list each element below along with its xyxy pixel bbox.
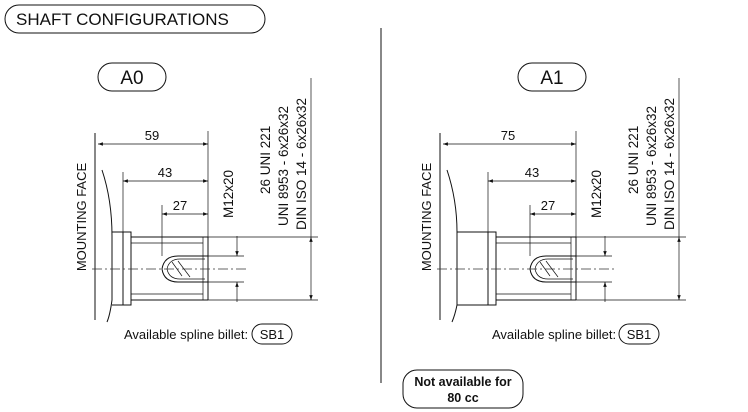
dim-spline-diameter: 26 UNI 221 UNI 8953 - 6x26x32 DIN ISO 14…: [208, 78, 318, 301]
page-title: SHAFT CONFIGURATIONS: [16, 10, 229, 29]
spec-line-1: 26 UNI 221: [626, 126, 641, 194]
spec-line-1: 26 UNI 221: [258, 126, 273, 194]
billet-badge-frame: [251, 323, 293, 345]
dim-thread-depth: 27: [161, 198, 208, 256]
billet-label: Available spline billet:: [124, 327, 248, 342]
dim-thread-depth-value: 27: [541, 198, 555, 213]
header: SHAFT CONFIGURATIONS: [4, 4, 266, 34]
dim-thread-depth: 27: [529, 198, 576, 256]
dim-thread-depth-value: 27: [173, 198, 187, 213]
spec-line-2: UNI 8953 - 6x26x32: [644, 106, 659, 226]
dim-thread: M12x20: [208, 170, 244, 302]
dim-overall: 75: [443, 128, 577, 237]
note-line-2: 80 cc: [447, 391, 478, 405]
flange-curve: [101, 169, 113, 323]
config-badge-frame: [517, 62, 587, 92]
billet-code: SB1: [627, 327, 652, 342]
billet-code: SB1: [260, 327, 285, 342]
dim-overall-value: 75: [501, 128, 515, 143]
spec-line-3: DIN ISO 14 - 6x26x32: [662, 98, 677, 230]
thread-size-label: M12x20: [221, 170, 236, 218]
mounting-face-label: MOUNTING FACE: [74, 163, 89, 272]
dim-spline: 43: [122, 165, 208, 232]
dim-spline: 43: [487, 165, 576, 232]
config-code: A1: [540, 68, 563, 89]
spec-line-2: UNI 8953 - 6x26x32: [276, 106, 291, 226]
shaft-body: [457, 231, 577, 306]
config-code: A0: [120, 68, 143, 89]
dim-overall: 59: [98, 128, 209, 237]
dim-spline-diameter: 26 UNI 221 UNI 8953 - 6x26x32 DIN ISO 14…: [576, 78, 686, 301]
dim-spline-value: 43: [525, 165, 539, 180]
dim-spline-value: 43: [158, 165, 172, 180]
availability-note: Not available for 80 cc: [402, 369, 524, 409]
spec-line-3: DIN ISO 14 - 6x26x32: [294, 98, 309, 230]
billet-badge-frame: [618, 323, 660, 345]
flange-curve: [446, 169, 458, 323]
config-badge-frame: [97, 62, 167, 92]
dim-thread: M12x20: [576, 170, 612, 302]
shaft-body: [112, 231, 209, 306]
billet-label: Available spline billet:: [492, 327, 616, 342]
note-frame: [402, 369, 524, 409]
diagram-a0: A0 MOUNTING FACE 59: [74, 62, 318, 345]
title-frame: [4, 4, 266, 34]
note-line-1: Not available for: [414, 375, 511, 389]
threaded-hole: [161, 255, 208, 283]
dim-overall-value: 59: [145, 128, 159, 143]
diagram-a1: A1 MOUNTING FACE 75: [419, 62, 686, 345]
thread-size-label: M12x20: [589, 170, 604, 218]
mounting-face-label: MOUNTING FACE: [419, 163, 434, 272]
